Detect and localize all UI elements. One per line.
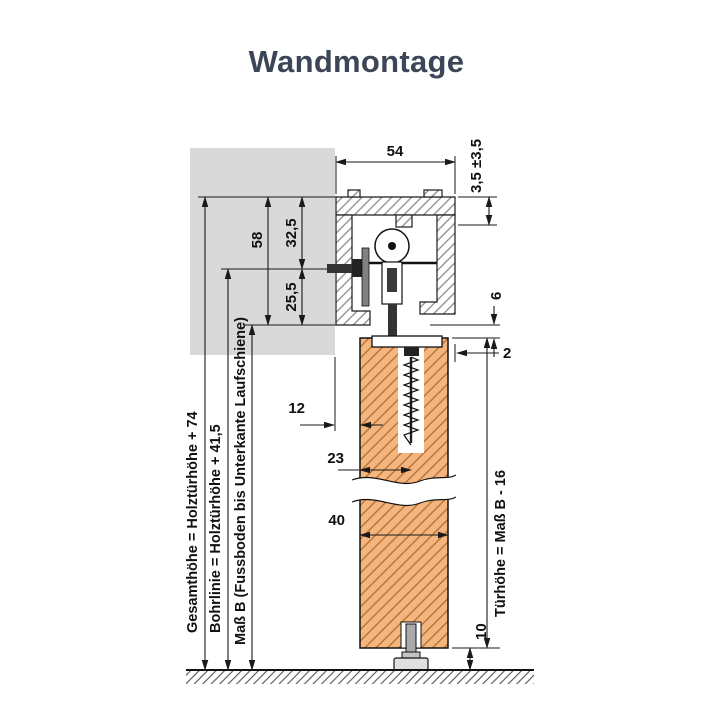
door-panel bbox=[351, 337, 457, 649]
screw-thread bbox=[402, 356, 420, 446]
dim-height-adjust: 3,5 ±3,5 bbox=[468, 139, 493, 226]
hanger-bolt bbox=[388, 304, 397, 338]
roller-mechanism bbox=[327, 228, 437, 338]
dim-6: 6 bbox=[488, 292, 505, 357]
hanger-screw-assembly bbox=[371, 335, 443, 453]
dim-25-5: 25,5 bbox=[283, 268, 306, 326]
dim-54-label: 54 bbox=[387, 143, 404, 160]
clamp-plate bbox=[361, 247, 370, 307]
dim-54: 54 bbox=[335, 143, 456, 166]
dim-2-label: 2 bbox=[503, 345, 511, 362]
dim-32-5: 32,5 bbox=[283, 196, 306, 270]
dim-12-label: 12 bbox=[288, 400, 305, 417]
dim-gesamthoehe: Gesamthöhe = Holztürhöhe + 74 bbox=[185, 196, 209, 671]
label-tuerhoehe: Türhöhe = Maß B - 16 bbox=[493, 470, 509, 617]
dim-mass-b: Maß B (Fussboden bis Unterkante Laufschi… bbox=[233, 317, 256, 671]
door-break-band bbox=[352, 475, 456, 506]
dim-6-label: 6 bbox=[488, 292, 505, 300]
dim-40-label: 40 bbox=[328, 512, 345, 529]
floor bbox=[186, 669, 534, 684]
door-break-line-bottom bbox=[351, 496, 457, 507]
dim-2: 2 bbox=[456, 345, 511, 362]
extension-lines bbox=[198, 156, 500, 649]
label-gesamthoehe: Gesamthöhe = Holztürhöhe + 74 bbox=[185, 411, 201, 633]
wall-fixing-screw bbox=[327, 264, 352, 273]
dim-32-5-label: 32,5 bbox=[283, 218, 300, 247]
guide-base bbox=[393, 657, 429, 671]
screw-head bbox=[404, 347, 419, 356]
dim-40: 40 bbox=[328, 512, 449, 539]
track-profile bbox=[335, 189, 456, 326]
dim-25-5-label: 25,5 bbox=[283, 282, 300, 311]
floor-guide bbox=[393, 621, 429, 671]
dim-12: 12 bbox=[288, 400, 383, 429]
label-mass-b: Maß B (Fussboden bis Unterkante Laufschi… bbox=[233, 317, 249, 645]
dim-height-adjust-label: 3,5 ±3,5 bbox=[468, 139, 485, 193]
dim-bohrlinie: Bohrlinie = Holztürhöhe + 41,5 bbox=[208, 268, 232, 671]
dim-23: 23 bbox=[327, 450, 412, 474]
label-bohrlinie: Bohrlinie = Holztürhöhe + 41,5 bbox=[208, 424, 224, 633]
dim-58: 58 bbox=[249, 196, 272, 326]
page-title: Wandmontage bbox=[248, 44, 465, 79]
wall-section bbox=[190, 148, 335, 355]
dim-58-label: 58 bbox=[249, 232, 266, 249]
door-break-line-top bbox=[351, 474, 457, 485]
door-bracket bbox=[371, 335, 443, 348]
dim-tuerhoehe: Türhöhe = Maß B - 16 bbox=[483, 337, 509, 649]
dim-23-label: 23 bbox=[327, 450, 344, 467]
